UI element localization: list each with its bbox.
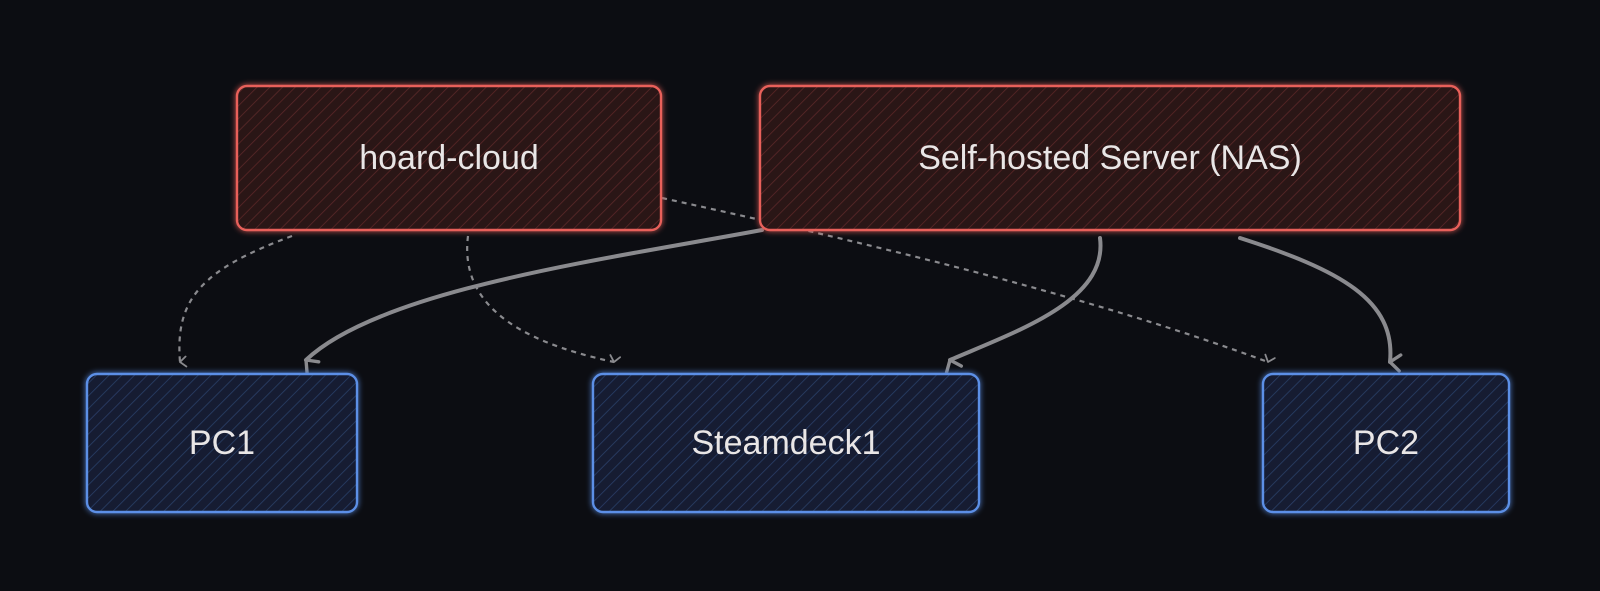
edge-hoard-cloud-to-pc1 [178, 234, 293, 368]
node-hoard-cloud[interactable]: hoard-cloud [235, 84, 663, 232]
node-nas[interactable]: Self-hosted Server (NAS) [758, 84, 1462, 232]
node-hoard-cloud-label: hoard-cloud [359, 139, 539, 177]
node-steamdeck1-label: Steamdeck1 [692, 424, 881, 462]
node-pc1-label: PC1 [189, 424, 255, 462]
node-nas-label: Self-hosted Server (NAS) [918, 139, 1302, 177]
node-pc1[interactable]: PC1 [85, 372, 359, 514]
node-steamdeck1[interactable]: Steamdeck1 [591, 372, 981, 514]
edge-nas-to-pc1 [304, 228, 764, 375]
edge-hoard-cloud-to-steamdeck1 [466, 235, 622, 364]
node-pc2-label: PC2 [1353, 424, 1419, 462]
edge-nas-to-steamdeck1 [944, 236, 1103, 375]
node-pc2[interactable]: PC2 [1261, 372, 1511, 514]
edge-nas-to-pc2 [1238, 236, 1403, 373]
